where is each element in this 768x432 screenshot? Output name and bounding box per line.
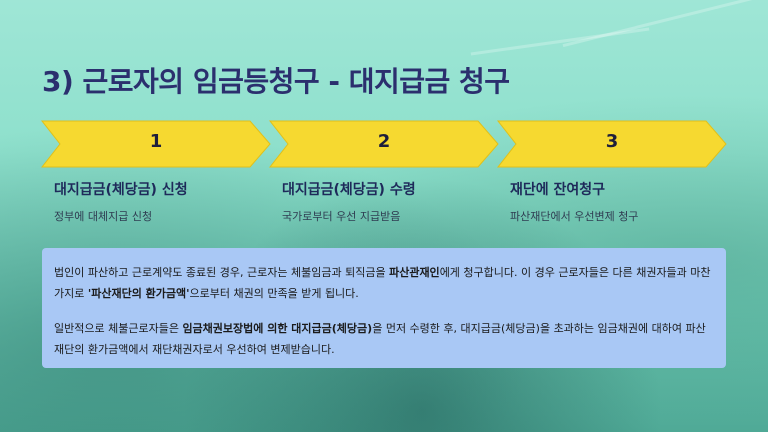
info-p1-bold-1: 파산관재인 bbox=[389, 266, 440, 279]
info-paragraph-1: 법인이 파산하고 근로계약도 종료된 경우, 근로자는 체불임금과 퇴직금을 파… bbox=[54, 262, 714, 304]
info-p1-text-2: 에게 청구합니다. 이 경우 근로자들은 다른 채권자들과 마찬가지로 bbox=[54, 266, 711, 300]
step-3-number: 3 bbox=[605, 131, 619, 152]
page-title: 3) 근로자의 임금등청구 - 대지급금 청구 bbox=[42, 65, 510, 98]
step-1-number: 1 bbox=[149, 131, 163, 152]
info-p1-text-3: 으로부터 채권의 만족을 받게 됩니다. bbox=[189, 287, 359, 300]
info-box: 법인이 파산하고 근로계약도 종료된 경우, 근로자는 체불임금과 퇴직금을 파… bbox=[42, 248, 726, 368]
info-p2-text-2: 을 먼저 수령한 후, 대지급금(체당금)을 초과하는 임금채권에 대하여 파산… bbox=[54, 322, 706, 356]
step-1-subtitle: 정부에 대체지급 신청 bbox=[54, 210, 153, 223]
step-2-title: 대지급금(체당금) 수령 bbox=[282, 182, 416, 198]
step-3-arrow bbox=[496, 120, 727, 168]
step-3-title: 재단에 잔여청구 bbox=[510, 182, 606, 198]
step-2-number: 2 bbox=[377, 131, 391, 152]
info-p1-bold-2: '파산재단의 환가금액' bbox=[87, 287, 190, 300]
step-3-subtitle: 파산재단에서 우선변제 청구 bbox=[510, 210, 639, 223]
info-p2-text-1: 일반적으로 체불근로자들은 bbox=[54, 322, 183, 335]
info-p2-bold-1: 임금채권보장법에 의한 대지급금(체당금) bbox=[182, 322, 373, 335]
step-1-title: 대지급금(체당금) 신청 bbox=[54, 182, 188, 198]
step-2-arrow bbox=[268, 120, 499, 168]
step-1-arrow bbox=[40, 120, 271, 168]
info-p1-text-1: 법인이 파산하고 근로계약도 종료된 경우, 근로자는 체불임금과 퇴직금을 bbox=[54, 266, 390, 279]
step-2-subtitle: 국가로부터 우선 지급받음 bbox=[282, 210, 401, 223]
info-paragraph-2: 일반적으로 체불근로자들은 임금채권보장법에 의한 대지급금(체당금)을 먼저 … bbox=[54, 318, 714, 360]
